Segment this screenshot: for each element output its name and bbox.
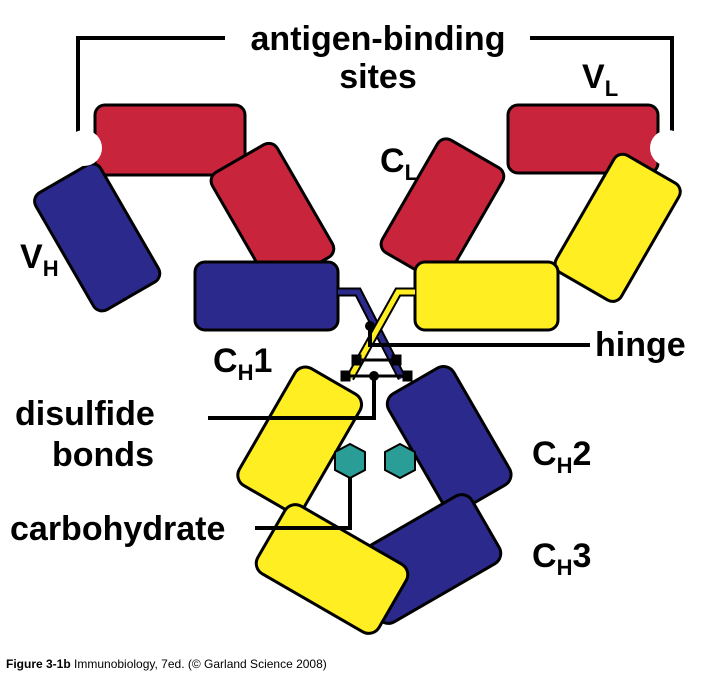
disulfide-dot <box>369 371 379 381</box>
left-binding-notch <box>66 130 102 166</box>
ch1-label: CH1 <box>213 342 272 385</box>
antigen-binding-label-line1: antigen-binding <box>251 20 506 58</box>
carbohydrate-left-hexagon <box>334 442 366 480</box>
antigen-binding-connector <box>76 36 674 133</box>
hinge-dot <box>365 321 375 331</box>
hinge-label: hinge <box>595 326 686 364</box>
disulfide-label-line1: disulfide <box>15 395 155 433</box>
left-ch2-domain <box>236 365 364 515</box>
left-vl-domain <box>93 103 247 177</box>
vl-label: VL <box>582 58 618 101</box>
ch2-label: CH2 <box>532 435 591 478</box>
vh-label: VH <box>20 238 59 281</box>
cl-label: CL <box>380 142 418 185</box>
right-ch1-domain <box>413 260 560 332</box>
right-cl-domain <box>379 137 506 284</box>
ch3-label: CH3 <box>532 537 591 580</box>
disulfide-label-line2: bonds <box>52 436 154 474</box>
left-ch1-domain <box>193 260 340 332</box>
carbohydrate-right-hexagon <box>384 442 416 480</box>
right-vh-domain <box>553 152 682 303</box>
figure-caption: Figure 3-1b Immunobiology, 7ed. (© Garla… <box>6 657 327 671</box>
right-ch2-domain <box>385 365 513 514</box>
carbohydrate-label: carbohydrate <box>10 510 225 548</box>
antigen-binding-label-line2: sites <box>339 58 417 96</box>
leader-lines <box>208 326 590 530</box>
left-vh-domain <box>33 162 162 313</box>
right-binding-notch <box>650 130 686 166</box>
left-ch3-domain <box>254 503 410 635</box>
hinge-strands <box>338 287 415 381</box>
